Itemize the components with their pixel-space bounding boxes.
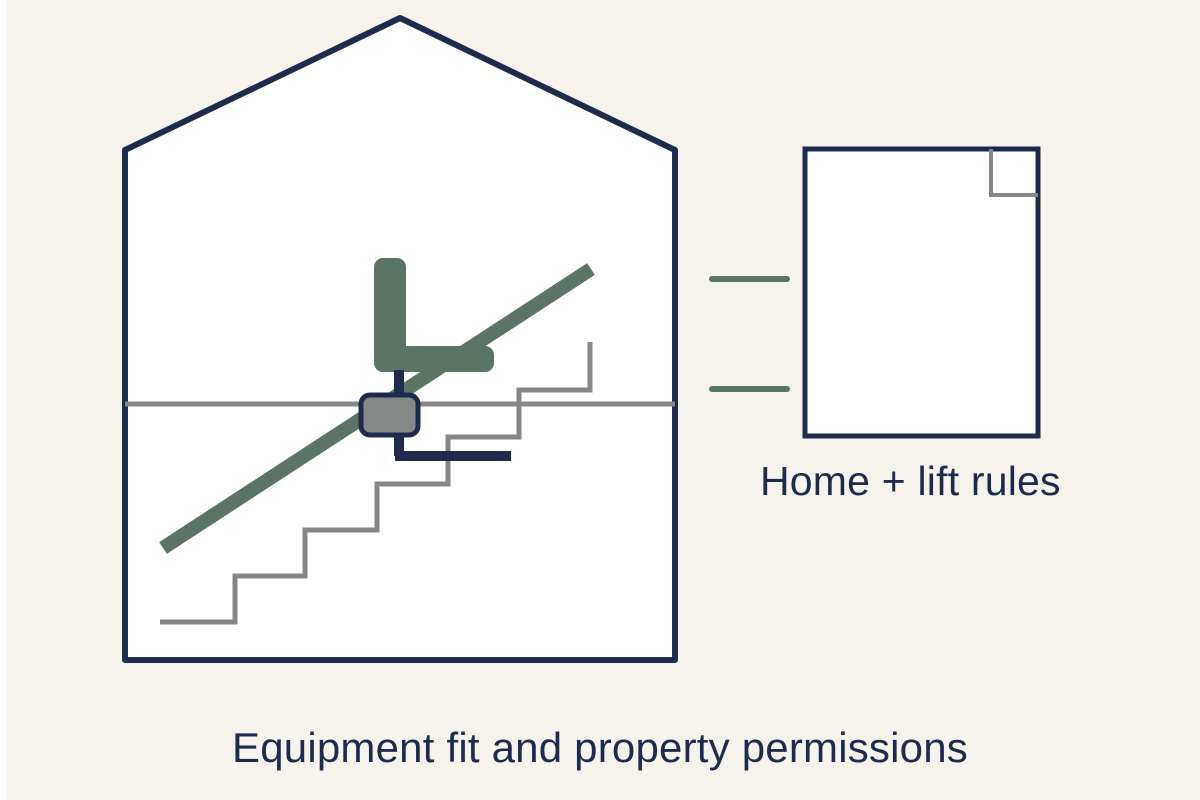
document-page-fold [989,149,1038,197]
diagram-caption: Equipment fit and property permissions [232,724,968,771]
stairlift-carriage [358,392,421,438]
staircase [160,342,593,625]
rules-document [802,146,1041,439]
document-label: Home + lift rules [760,458,1061,504]
stairlift-chair-seat [374,346,494,372]
stairlift-chair-back [374,258,406,368]
